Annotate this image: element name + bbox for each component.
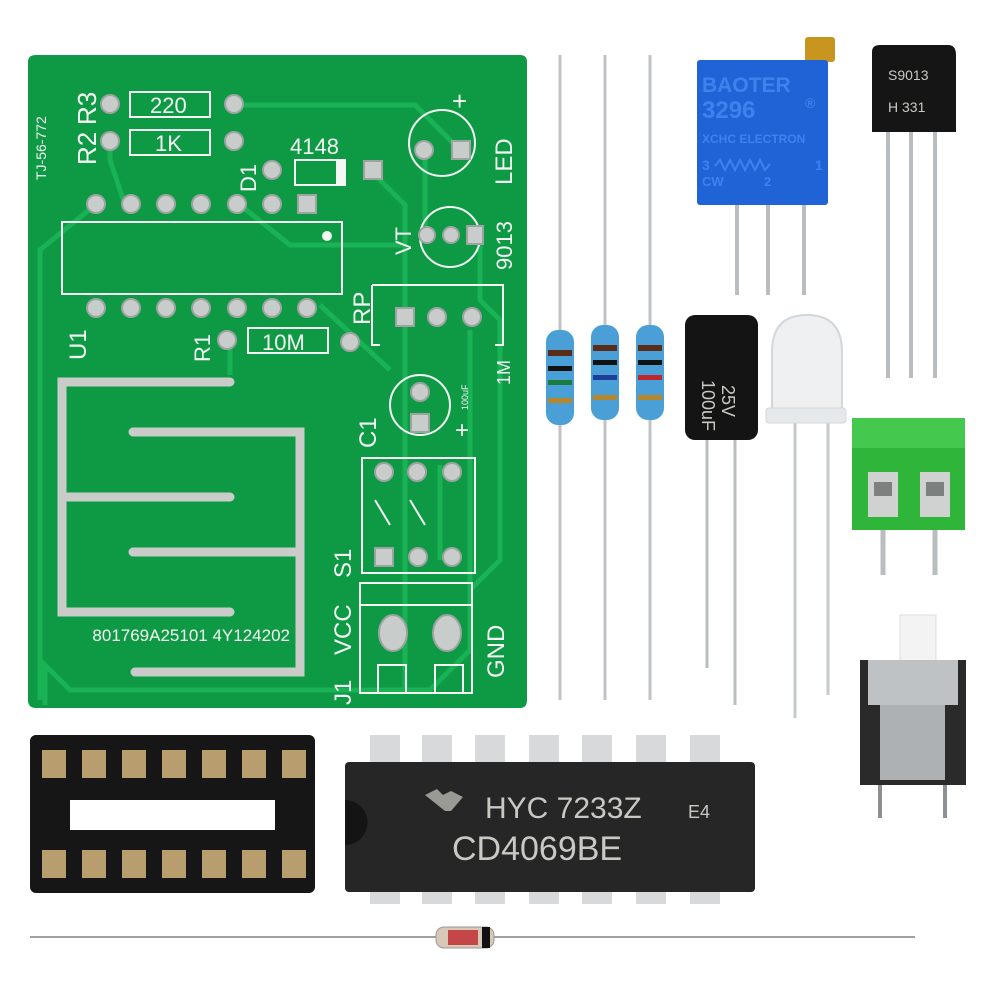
c1-label: C1 [355, 417, 382, 448]
trimpot-maker: XCHC ELECTRON [702, 132, 805, 146]
screw-terminal-block [852, 418, 965, 575]
diode-1n4148 [30, 926, 915, 949]
trimpot-pin1: 1 [815, 157, 823, 173]
u1-label: U1 [65, 329, 92, 360]
ic-socket-14pin [30, 735, 315, 893]
trimpot-pin2: 2 [764, 174, 771, 189]
r3-label: R3 [72, 92, 102, 125]
capacitor-value: 100uF [698, 380, 718, 431]
s1-label: S1 [330, 549, 357, 578]
diode-value: 4148 [290, 134, 339, 159]
r1-label: R1 [190, 334, 215, 362]
trimpot-pin3: 3 [702, 157, 710, 173]
ic-cd4069be: HYC 7233Z E4 CD4069BE [345, 735, 755, 904]
r1-value: 10M [262, 330, 305, 355]
vcc-label: VCC [330, 604, 357, 655]
electrolytic-capacitor: 100uF 25V [685, 315, 758, 705]
led-plus-label: + [452, 86, 467, 116]
trimpot-reg: ® [805, 95, 816, 111]
ic-part-number: CD4069BE [452, 830, 622, 868]
c1-plus-label: + [455, 417, 469, 444]
trimpot-model: 3296 [702, 97, 755, 124]
led-label: LED [491, 138, 518, 185]
d1-label: D1 [236, 164, 261, 192]
vt-label: VT [391, 227, 416, 255]
rp-label: RP [349, 292, 376, 325]
trimpot-cw: CW [702, 174, 724, 189]
j1-label: J1 [330, 680, 357, 705]
ti-logo-icon [425, 789, 463, 811]
resistors [546, 55, 664, 700]
trimpot-brand: BAOTER [702, 74, 791, 97]
serial-number: 801769A25101 4Y124202 [92, 626, 290, 645]
pcb-board: TJ-56-772 R2 R3 220 1K 4148 D1 + LED VT … [28, 55, 527, 708]
trimmer-potentiometer: BAOTER 3296 ® XCHC ELECTRON 3 1 CW 2 [697, 37, 835, 295]
rp-value: 1M [494, 360, 514, 385]
vt-value: 9013 [492, 221, 517, 270]
transistor-marking-2: H 331 [888, 99, 926, 115]
r3-value: 220 [150, 93, 187, 118]
clear-led [765, 313, 847, 718]
transistor-marking-1: S9013 [888, 67, 929, 83]
r2-value: 1K [155, 131, 182, 156]
ic-marking-suffix: E4 [688, 802, 710, 822]
push-button-switch [860, 614, 966, 818]
r2-label: R2 [72, 132, 102, 165]
solder-pads [86, 94, 484, 652]
board-id-label: TJ-56-772 [33, 116, 49, 180]
c1-value: 100uF [460, 384, 470, 410]
capacitor-voltage: 25V [718, 385, 738, 417]
adjust-screw [805, 37, 835, 62]
gnd-label: GND [483, 625, 510, 678]
ic-marking-1: HYC 7233Z [485, 792, 642, 825]
transistor-s9013: S9013 H 331 [872, 45, 956, 378]
